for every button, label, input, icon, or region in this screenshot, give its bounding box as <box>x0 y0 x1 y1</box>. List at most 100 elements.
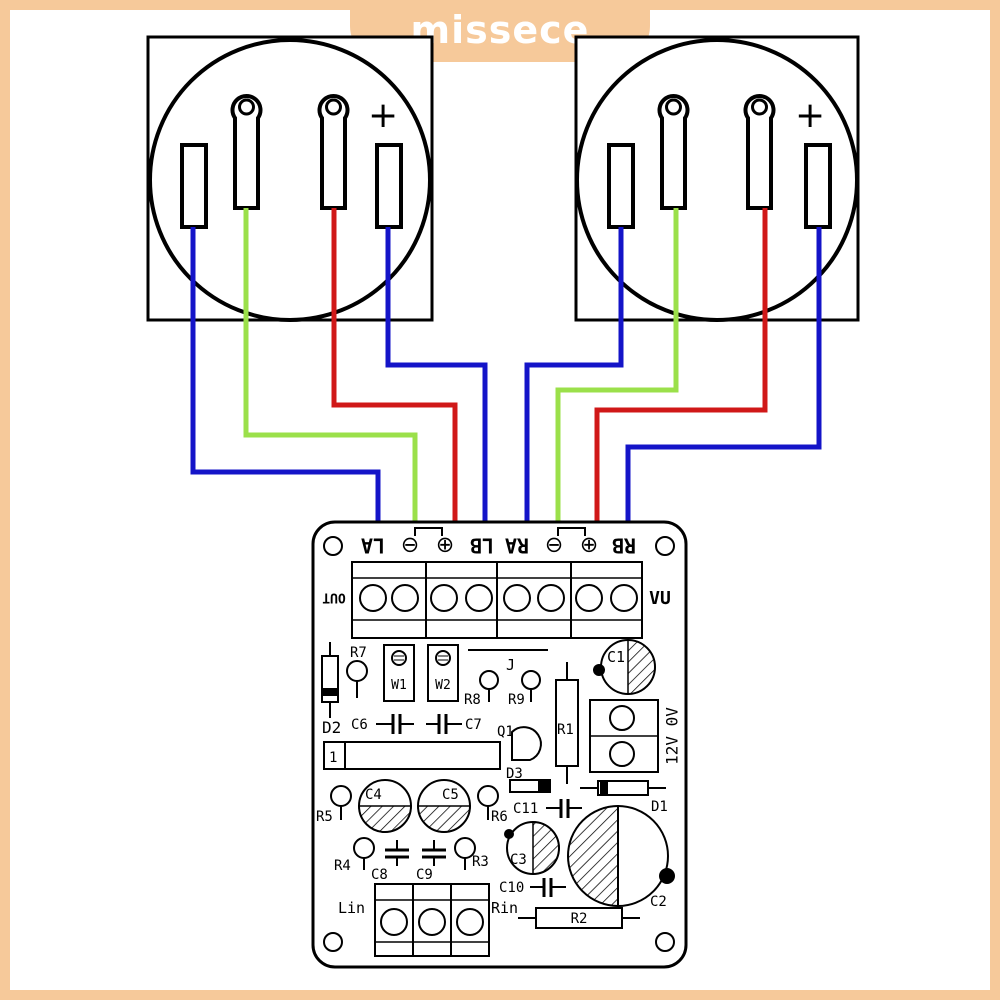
label-w2: W2 <box>435 678 451 693</box>
label-r7: R7 <box>350 645 367 661</box>
vu-label: VU <box>649 588 671 609</box>
brand-watermark: missece <box>410 8 590 52</box>
wire-right-blue-inner <box>524 227 624 522</box>
capacitor-c1: C1 <box>593 639 656 695</box>
screw-terminal <box>609 741 635 767</box>
wires <box>190 208 822 522</box>
label-r4: R4 <box>334 858 351 874</box>
wire-right-green <box>555 208 679 522</box>
trimmer-w2: W2 <box>427 644 459 702</box>
diode-d1: D1 <box>580 780 668 815</box>
label-c2: C2 <box>650 894 667 910</box>
speaker-left-lug-2 <box>317 94 350 210</box>
label-r9: R9 <box>508 692 525 708</box>
diode-d3: D3 <box>506 766 551 793</box>
speaker-left-plus-label: + <box>368 95 398 136</box>
resistor-r7: R7 <box>346 645 368 698</box>
speaker-right-lug-2 <box>743 94 776 210</box>
speaker-left-cone <box>148 38 432 322</box>
speaker-left-tab-1 <box>180 143 208 229</box>
capacitor-c5: C5 <box>417 779 471 833</box>
screw-terminal <box>456 908 484 936</box>
screw-terminal <box>359 584 387 612</box>
diode-d2: D2 <box>321 642 341 737</box>
capacitor-c9: C9 <box>416 840 446 883</box>
terminal-label-lb: LB <box>470 534 494 558</box>
screw-terminal <box>575 584 603 612</box>
speaker-right-plus-label: + <box>795 95 825 136</box>
terminal-label-l-plus: ⊕ <box>436 532 454 557</box>
capacitor-c4: C4 <box>358 779 412 833</box>
capacitor-c8: C8 <box>371 840 409 883</box>
transistor-q1: Q1 <box>497 724 542 761</box>
terminal-label-rb: RB <box>612 534 636 558</box>
screw-terminal <box>465 584 493 612</box>
resistor-r9: R9 <box>508 670 541 708</box>
speaker-right-cone <box>575 38 859 322</box>
capacitor-c7: C7 <box>426 714 482 734</box>
wire-left-green <box>243 208 418 522</box>
terminal-label-l-minus: ⊖ <box>401 532 419 557</box>
label-r5: R5 <box>316 809 333 825</box>
label-r3: R3 <box>472 854 489 870</box>
label-r6: R6 <box>491 809 508 825</box>
label-d1: D1 <box>651 799 668 815</box>
label-q1: Q1 <box>497 724 514 740</box>
terminal-label-la: LA <box>361 534 385 558</box>
label-c4: C4 <box>365 787 382 803</box>
terminal-label-r-plus: ⊕ <box>580 532 598 557</box>
resistor-r4: R4 <box>334 837 375 874</box>
screw-terminal <box>391 584 419 612</box>
screw-terminal <box>418 908 446 936</box>
resistor-r2: R2 <box>518 907 640 929</box>
label-c6: C6 <box>351 717 368 733</box>
label-c9: C9 <box>416 867 433 883</box>
screw-terminal <box>430 584 458 612</box>
screw-terminal <box>503 584 531 612</box>
speaker-right-tab-1 <box>607 143 635 229</box>
input-terminal-block <box>374 883 490 957</box>
speaker-right-tab-2 <box>804 143 832 229</box>
label-w1: W1 <box>391 678 407 693</box>
mount-hole <box>655 536 675 556</box>
capacitor-c10: C10 <box>499 878 566 897</box>
speaker-left-lug-1 <box>230 94 263 210</box>
label-r8: R8 <box>464 692 481 708</box>
label-c11: C11 <box>513 801 538 817</box>
speaker-right-lug-1 <box>657 94 690 210</box>
screw-terminal <box>610 584 638 612</box>
resistor-r3: R3 <box>454 837 489 870</box>
screw-terminal <box>537 584 565 612</box>
wire-left-blue-outer <box>190 227 381 522</box>
label-d3: D3 <box>506 766 523 782</box>
label-r1: R1 <box>557 722 574 738</box>
label-d2: D2 <box>322 718 341 737</box>
resistor-r6: R6 <box>477 785 508 825</box>
resistor-r1: R1 <box>555 662 579 784</box>
terminal-label-r-minus: ⊖ <box>545 532 563 557</box>
mount-hole <box>323 536 343 556</box>
capacitor-c3: C3 <box>504 821 560 875</box>
wire-left-blue-inner <box>385 227 488 522</box>
mount-hole <box>655 932 675 952</box>
trimmer-w1: W1 <box>383 644 415 702</box>
resistor-r8: R8 <box>464 670 499 708</box>
capacitor-c11: C11 <box>513 799 582 818</box>
wire-left-red <box>331 208 458 522</box>
speaker-left-tab-2 <box>375 143 403 229</box>
resistor-r5: R5 <box>316 785 352 825</box>
label-c3: C3 <box>510 852 527 868</box>
terminal-label-ra: RA <box>505 534 529 558</box>
ic-chip: 1 <box>323 741 501 770</box>
label-c1: C1 <box>607 648 625 666</box>
wire-right-blue-outer <box>625 227 822 522</box>
output-terminal-block <box>351 561 643 639</box>
label-c10: C10 <box>499 880 524 896</box>
out-label: OUT <box>322 590 346 605</box>
label-c8: C8 <box>371 867 388 883</box>
speaker-right: + <box>574 35 860 322</box>
rin-label: Rin <box>491 899 518 917</box>
label-j-text: J <box>506 656 515 674</box>
capacitor-c2: C2 <box>567 805 675 910</box>
